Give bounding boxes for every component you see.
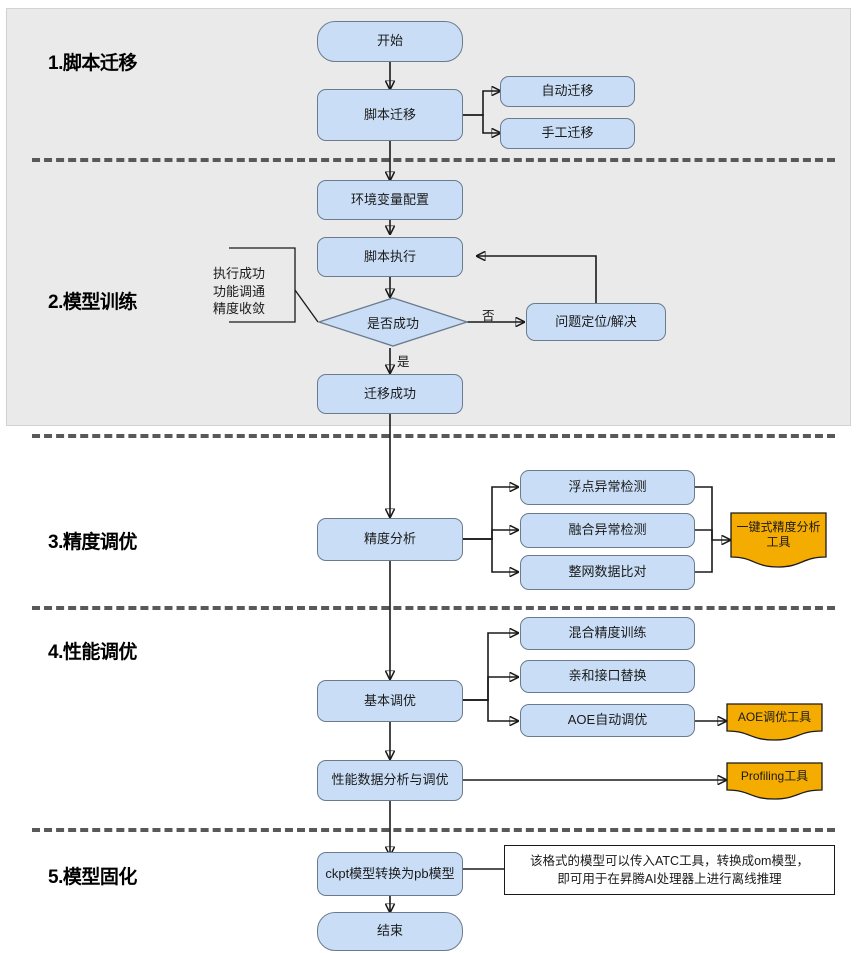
- node-end[interactable]: 结束: [317, 912, 463, 951]
- node-start[interactable]: 开始: [317, 21, 463, 62]
- section-title-1: 1.脚本迁移: [48, 53, 137, 74]
- annotation-success-criteria: 执行成功 功能调通 精度收敛: [213, 266, 266, 317]
- node-env-config[interactable]: 环境变量配置: [317, 180, 463, 220]
- node-manual-migration[interactable]: 手工迁移: [500, 118, 635, 149]
- note-ckpt-atc: 该格式的模型可以传入ATC工具，转换成om模型， 即可用于在昇腾AI处理器上进行…: [504, 845, 835, 895]
- node-decision-success[interactable]: 是否成功: [318, 297, 468, 347]
- node-script-migration[interactable]: 脚本迁移: [317, 89, 463, 141]
- edge-label-no: 否: [482, 309, 495, 323]
- node-affinity-api-replacement[interactable]: 亲和接口替换: [520, 660, 695, 693]
- section-title-4: 4.性能调优: [48, 642, 137, 663]
- separator-4-5: [32, 828, 835, 832]
- node-whole-net-compare[interactable]: 整网数据比对: [520, 555, 695, 590]
- node-fusion-anomaly-detect[interactable]: 融合异常检测: [520, 513, 695, 548]
- separator-2-3: [32, 434, 835, 438]
- separator-3-4: [32, 606, 835, 610]
- tool-aoe-tuning[interactable]: AOE调优工具: [726, 703, 823, 741]
- node-aoe-auto-tuning[interactable]: AOE自动调优: [520, 704, 695, 737]
- section-title-5: 5.模型固化: [48, 867, 137, 888]
- node-basic-tuning[interactable]: 基本调优: [317, 680, 463, 722]
- section-title-3: 3.精度调优: [48, 532, 137, 553]
- node-mixed-precision-training[interactable]: 混合精度训练: [520, 617, 695, 650]
- node-float-anomaly-detect[interactable]: 浮点异常检测: [520, 470, 695, 505]
- node-migration-success[interactable]: 迁移成功: [317, 374, 463, 414]
- node-script-exec[interactable]: 脚本执行: [317, 237, 463, 277]
- tool-precision-analysis[interactable]: 一键式精度分析 工具: [730, 512, 827, 568]
- section-title-2: 2.模型训练: [48, 292, 137, 313]
- separator-1-2: [32, 158, 835, 162]
- node-auto-migration[interactable]: 自动迁移: [500, 76, 635, 107]
- tool-profiling[interactable]: Profiling工具: [726, 762, 823, 800]
- node-ckpt-to-pb[interactable]: ckpt模型转换为pb模型: [317, 852, 463, 896]
- node-precision-analysis[interactable]: 精度分析: [317, 518, 463, 561]
- node-problem-locate[interactable]: 问题定位/解决: [526, 303, 666, 341]
- edge-label-yes: 是: [397, 355, 410, 369]
- node-perf-analysis-tuning[interactable]: 性能数据分析与调优: [317, 760, 463, 801]
